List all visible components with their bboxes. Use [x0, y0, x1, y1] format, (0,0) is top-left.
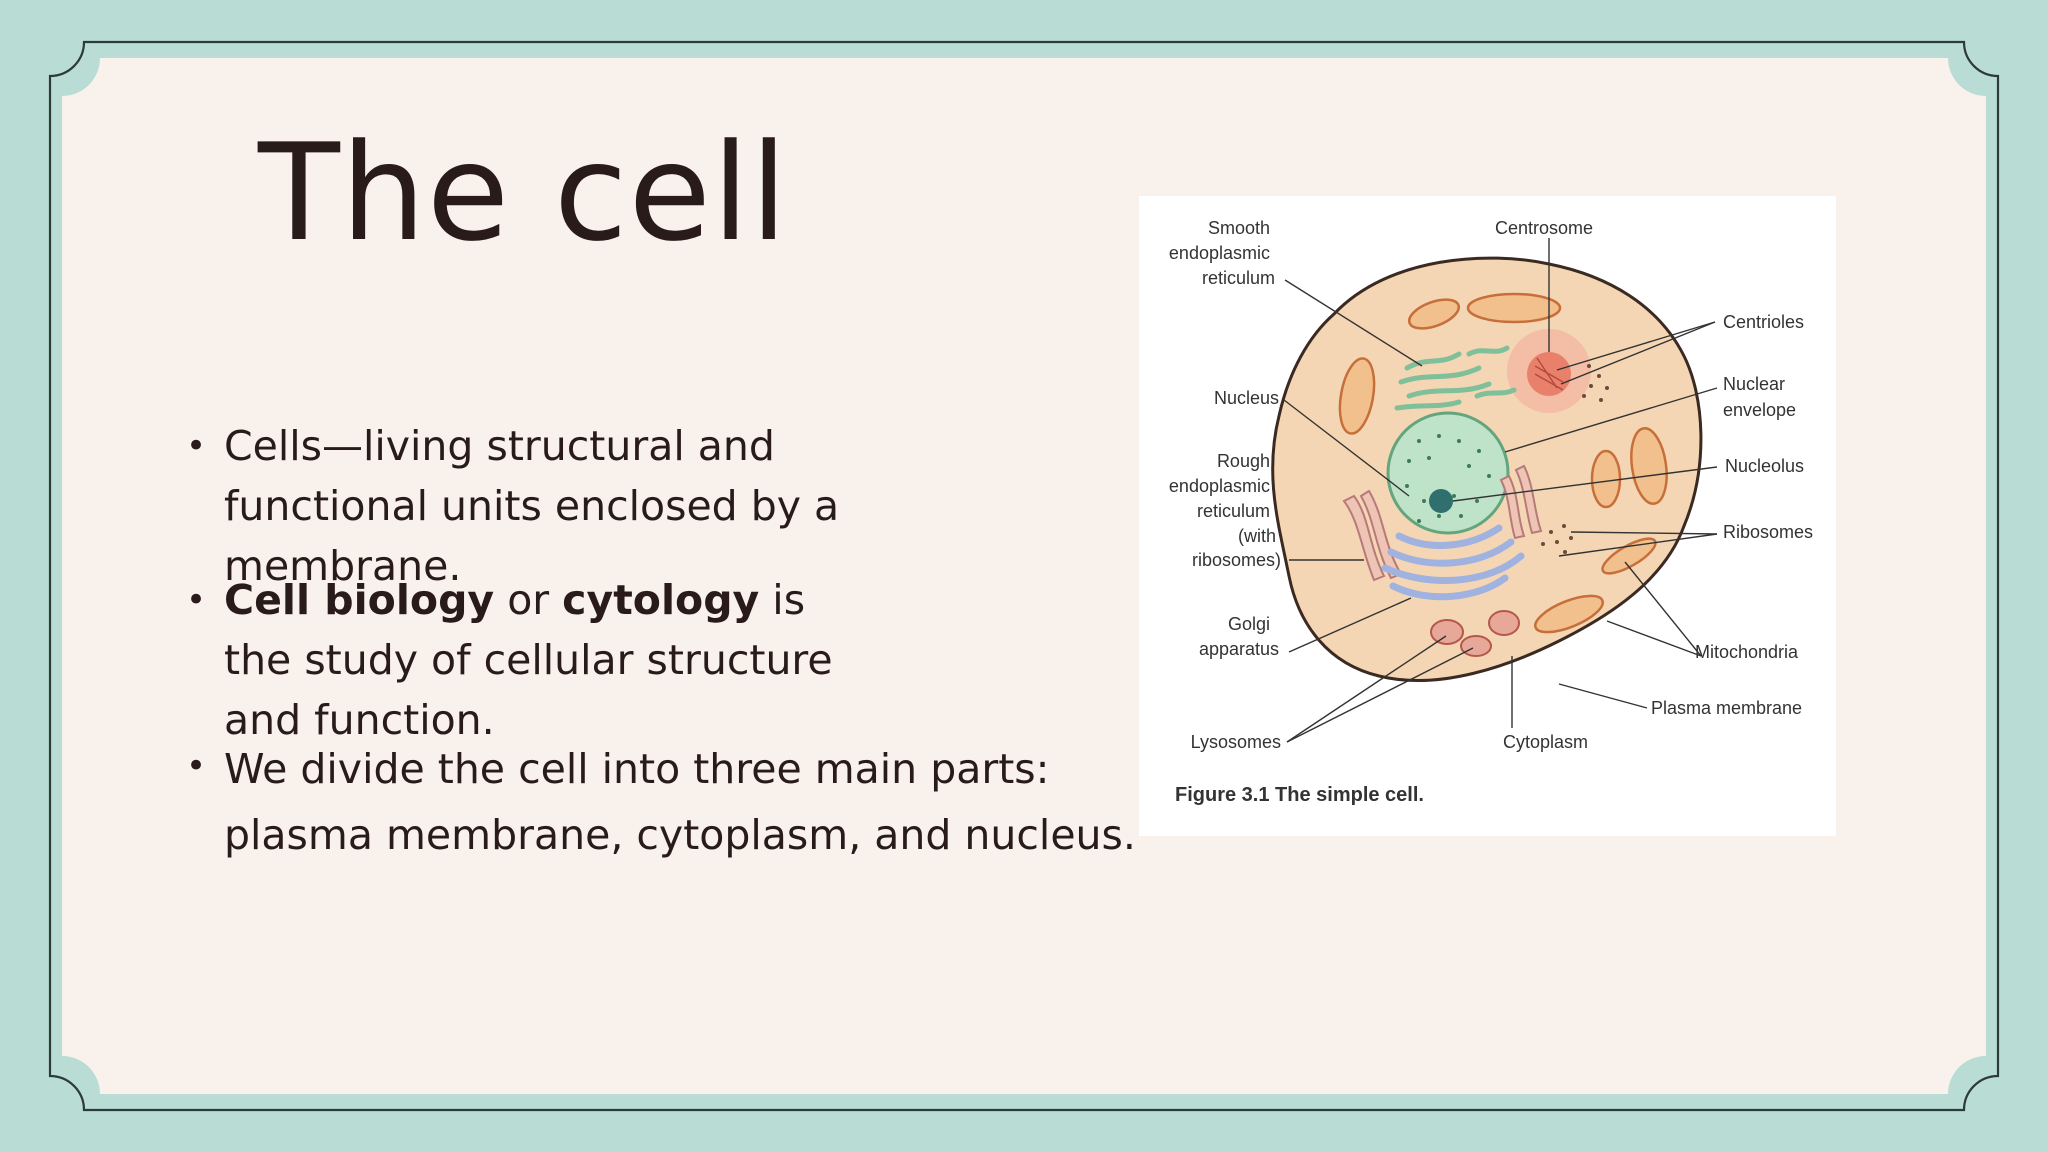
label-line: apparatus — [1199, 639, 1279, 659]
golgi-apparatus — [1381, 524, 1525, 601]
label-line: Smooth — [1208, 218, 1270, 238]
bold-term-cytology: cytology — [562, 576, 760, 624]
label-line: reticulum — [1202, 268, 1275, 288]
chromatin-dots — [1405, 434, 1491, 523]
bullet-marker: • — [186, 746, 207, 786]
label-line: Rough — [1217, 451, 1270, 471]
cell-diagram: Smooth endoplasmic reticulum Centrosome … — [1169, 218, 1813, 806]
label-line: envelope — [1723, 400, 1796, 420]
bullet-item-3: • We divide the cell into three main par… — [186, 736, 1186, 868]
bullet-marker: • — [186, 426, 207, 466]
label-smooth-er: Smooth endoplasmic reticulum — [1169, 218, 1275, 288]
bullet-text: Cell biology or cytology is the study of… — [224, 570, 846, 750]
smooth-er — [1394, 345, 1517, 411]
centrioles — [1534, 357, 1564, 391]
label-centrioles: Centrioles — [1723, 312, 1804, 332]
bold-term-cell-biology: Cell biology — [224, 576, 495, 624]
label-plasma-membrane: Plasma membrane — [1651, 698, 1802, 718]
label-mitochondria: Mitochondria — [1695, 642, 1799, 662]
bullet-text: Cells—living structural and functional u… — [224, 416, 846, 596]
mitochondria-group — [1338, 292, 1668, 634]
label-line: Golgi — [1228, 614, 1270, 634]
rough-er — [1342, 464, 1543, 582]
label-line: (with — [1238, 526, 1276, 546]
bullet-segment: is the study of cellular structure and f… — [224, 576, 833, 744]
bullet-item-2: • Cell biology or cytology is the study … — [186, 570, 846, 750]
label-line: reticulum — [1197, 501, 1270, 521]
label-golgi: Golgi apparatus — [1199, 614, 1279, 659]
label-line: Nuclear — [1723, 374, 1785, 394]
free-ribosomes — [1541, 364, 1609, 554]
label-rough-er: Rough endoplasmic reticulum (with riboso… — [1169, 451, 1281, 570]
label-nucleus: Nucleus — [1214, 388, 1279, 408]
label-line: endoplasmic — [1169, 476, 1270, 496]
nucleus — [1386, 411, 1510, 535]
nucleolus — [1429, 489, 1453, 513]
bullet-item-1: • Cells—living structural and functional… — [186, 416, 846, 596]
label-centrosome: Centrosome — [1495, 218, 1593, 238]
label-ribosomes: Ribosomes — [1723, 522, 1813, 542]
bullet-segment: Cells—living structural and functional u… — [224, 422, 840, 590]
label-line: endoplasmic — [1169, 243, 1270, 263]
leader-lines — [1283, 238, 1718, 743]
label-lysosomes: Lysosomes — [1191, 732, 1281, 752]
cell-diagram-figure: Smooth endoplasmic reticulum Centrosome … — [1139, 196, 1836, 836]
label-cytoplasm: Cytoplasm — [1503, 732, 1588, 752]
label-nucleolus: Nucleolus — [1725, 456, 1804, 476]
bullet-marker: • — [186, 580, 207, 620]
bullet-segment: or — [494, 576, 563, 624]
bullet-text: We divide the cell into three main parts… — [224, 736, 1186, 868]
slide-title: The cell — [258, 115, 789, 271]
figure-caption: Figure 3.1 The simple cell. — [1175, 784, 1424, 806]
bullet-segment: We divide the cell into three main parts… — [224, 745, 1136, 859]
lysosomes — [1430, 610, 1520, 657]
frame-border — [48, 40, 2000, 1112]
label-nuclear-envelope: Nuclear envelope — [1723, 374, 1796, 420]
label-line: ribosomes) — [1192, 550, 1281, 570]
